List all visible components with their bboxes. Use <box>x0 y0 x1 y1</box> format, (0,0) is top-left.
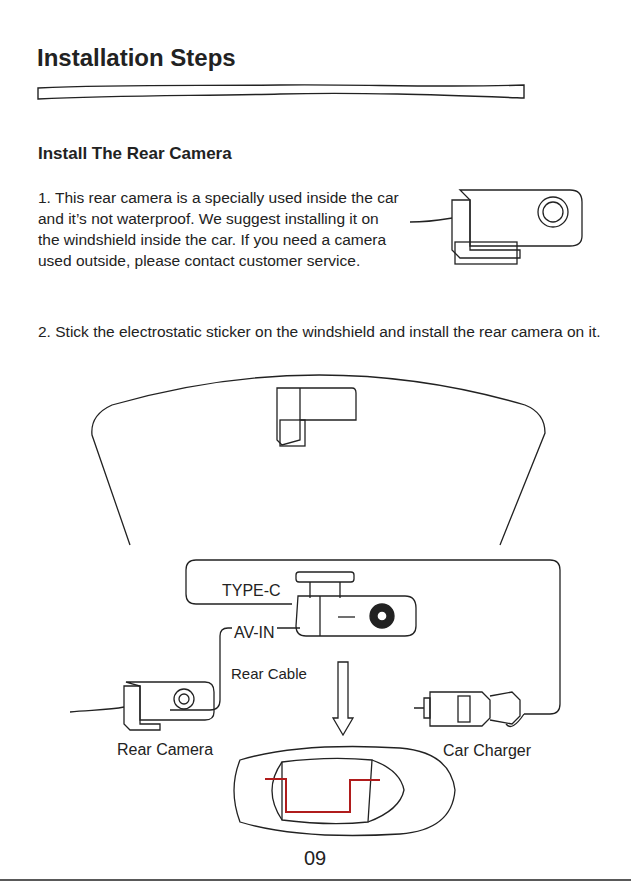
section-heading: Install The Rear Camera <box>38 144 232 164</box>
cable-label: Rear Cable <box>229 665 309 683</box>
car <box>234 747 455 836</box>
car-charger <box>414 692 524 726</box>
port-label: TYPE-C <box>220 581 283 600</box>
port-label: AV-IN <box>232 623 277 642</box>
power-cable <box>186 560 560 714</box>
step-text: 2. Stick the electrostatic sticker on th… <box>38 321 603 342</box>
part-label: Rear Camera <box>115 740 215 759</box>
title-rule <box>38 85 524 99</box>
page-number: 09 <box>304 846 326 870</box>
step-text: 1. This rear camera is a specially used … <box>38 187 400 271</box>
part-label: Car Charger <box>441 741 533 760</box>
rear-camera-on-windshield <box>277 388 356 446</box>
page-rule <box>0 879 631 881</box>
down-arrow <box>333 662 353 735</box>
rear-camera <box>70 682 214 730</box>
page-title: Installation Steps <box>37 44 236 73</box>
dashcam <box>296 572 416 636</box>
rear-camera-icon <box>410 190 582 264</box>
windshield <box>92 375 545 545</box>
